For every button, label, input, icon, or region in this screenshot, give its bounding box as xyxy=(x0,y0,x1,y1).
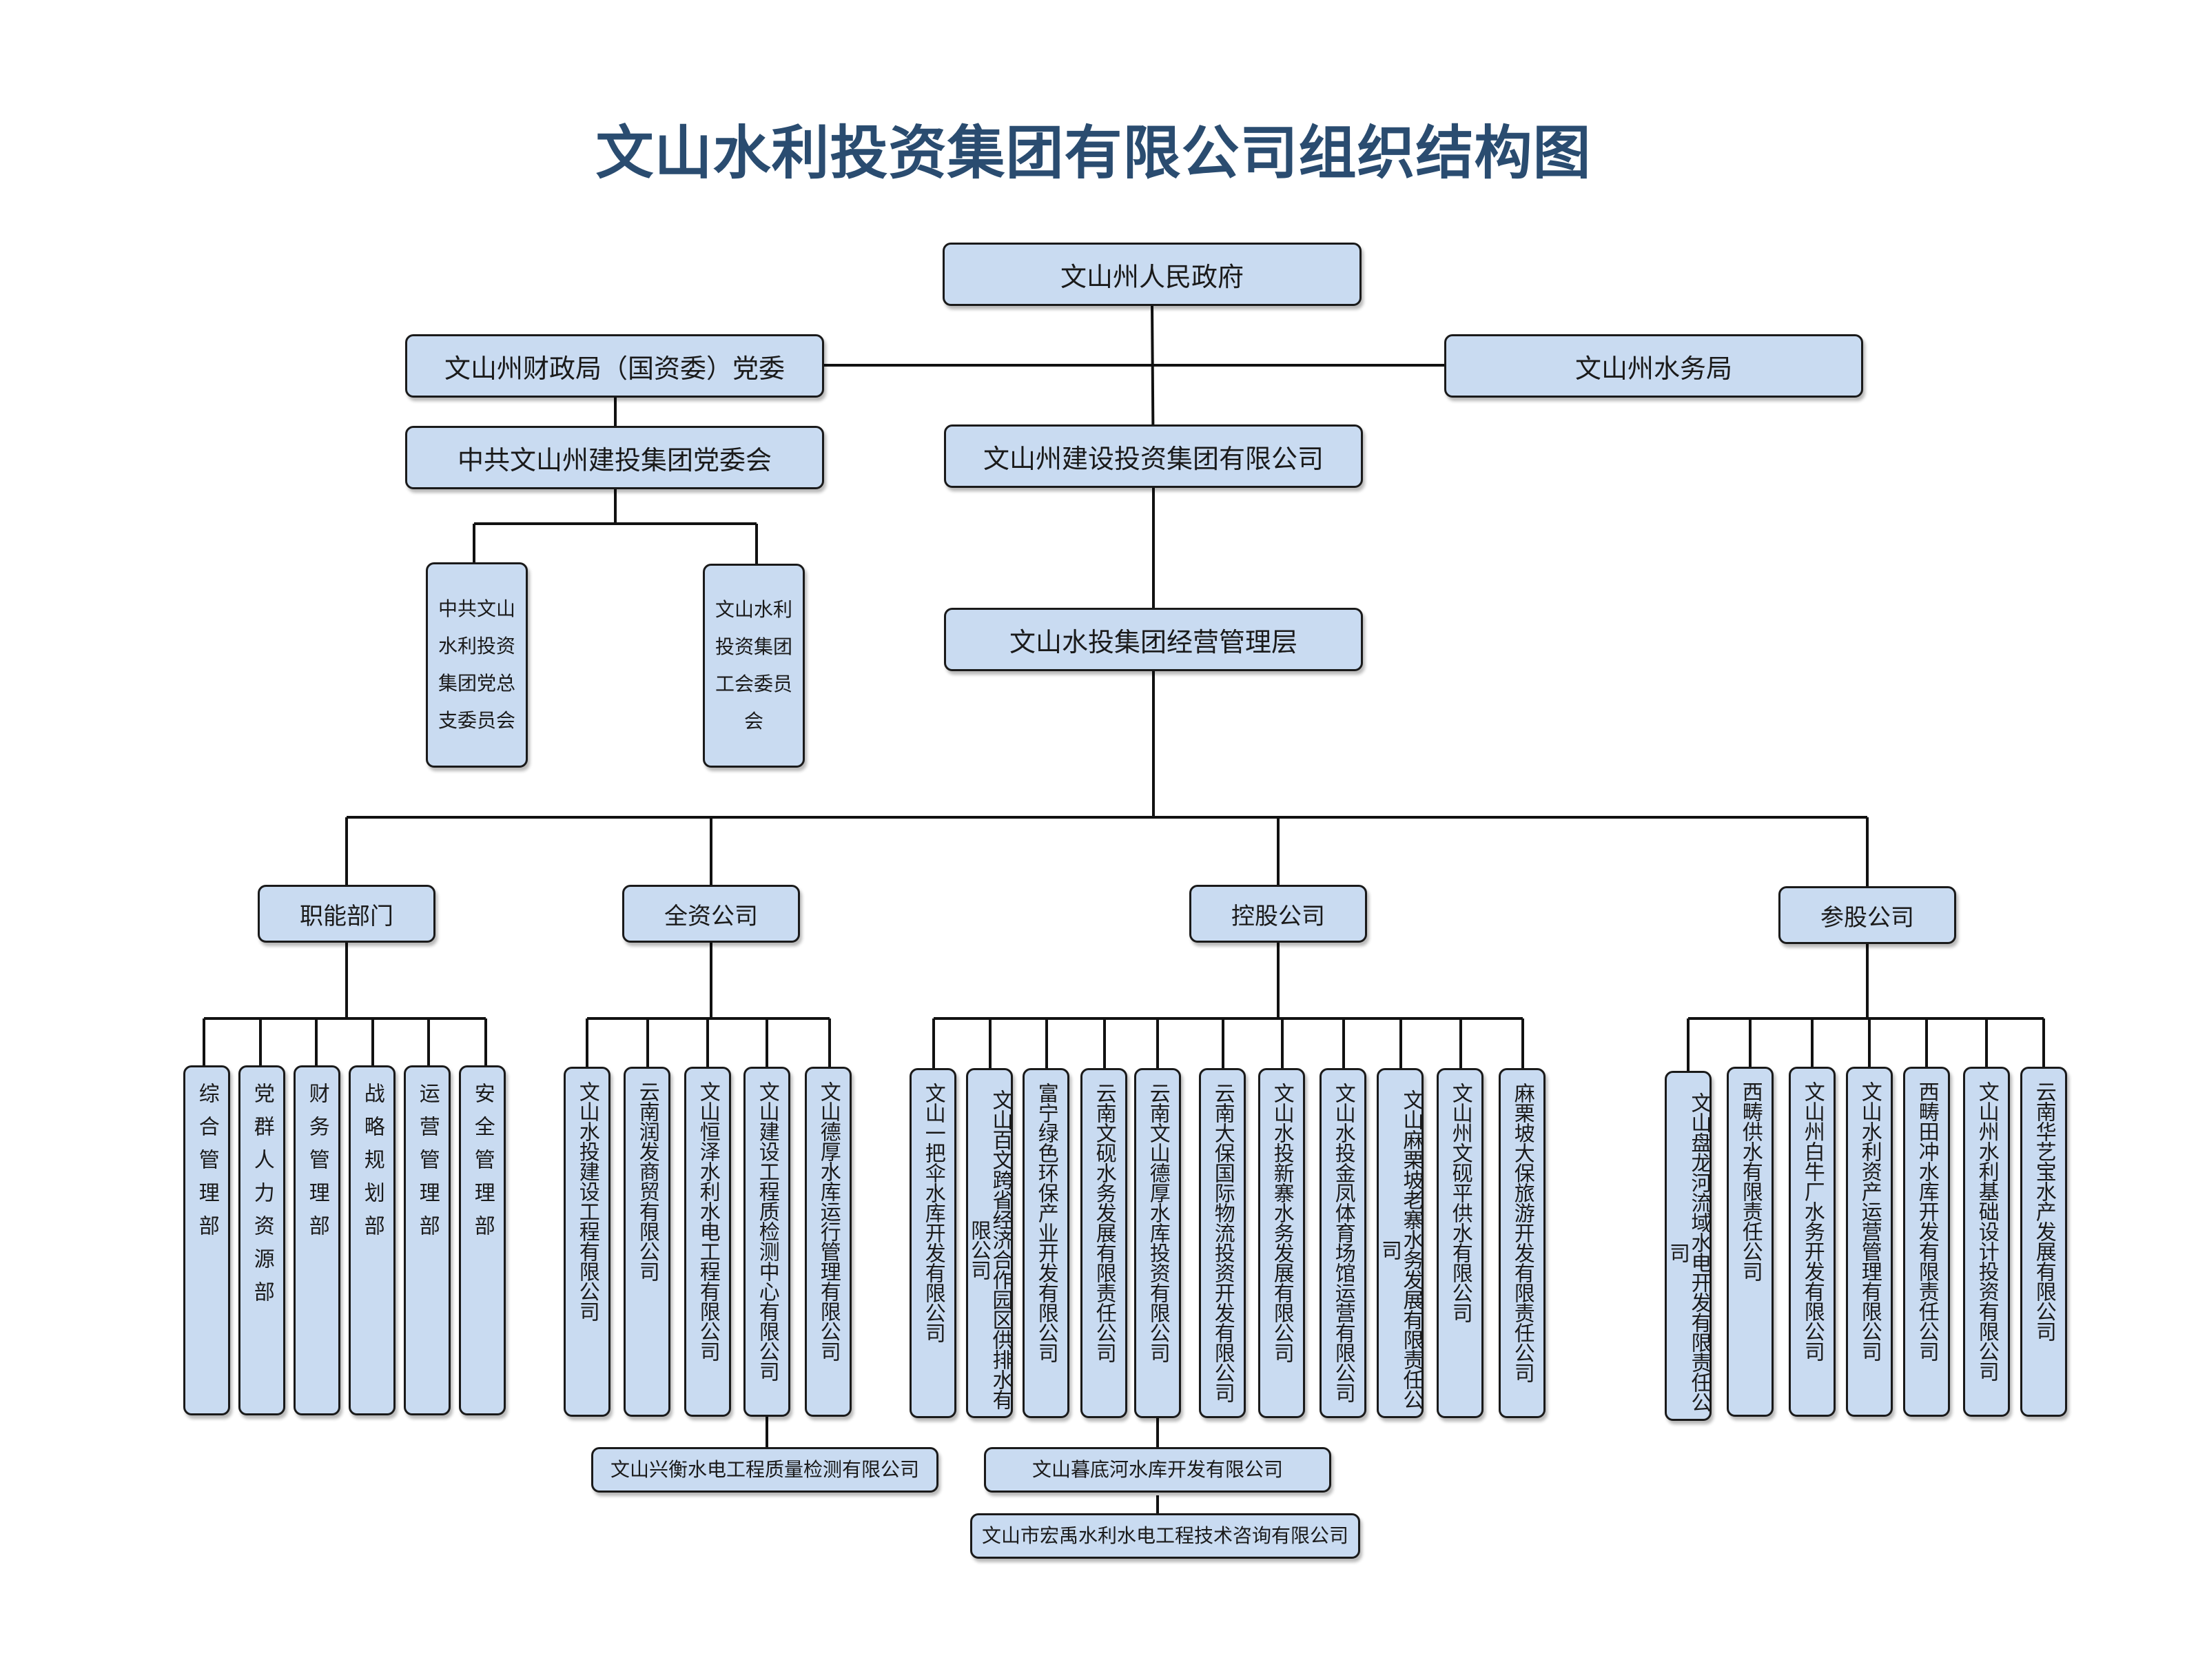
company-label: 云南文山德厚水库投资有限公司 xyxy=(1145,1083,1170,1362)
company-label: 文山恒泽水利水电工程有限公司 xyxy=(695,1081,720,1361)
company-box: 云南润发商贸有限公司 xyxy=(624,1067,670,1417)
company-label: 西畴供水有限责任公司 xyxy=(1738,1081,1763,1281)
management-box: 文山水投集团经营管理层 xyxy=(944,608,1363,671)
company-box: 文山水利资产运营管理有限公司 xyxy=(1846,1067,1893,1417)
category-wholly-owned: 全资公司 xyxy=(622,885,800,943)
party-committee-box: 中共文山州建投集团党委会 xyxy=(405,426,824,489)
company-label: 文山州白牛厂水务开发有限公司 xyxy=(1800,1081,1825,1361)
union-committee-label: 文山水利 投资集团 工会委员 会 xyxy=(715,598,792,733)
subsidiary-label: 文山市宏禹水利水电工程技术咨询有限公司 xyxy=(981,1524,1348,1547)
water-bureau-box: 文山州水务局 xyxy=(1444,334,1863,398)
company-label: 云南文砚水务发展有限责任公司 xyxy=(1091,1083,1116,1362)
water-bureau-label: 文山州水务局 xyxy=(1574,353,1732,384)
company-label: 文山州文砚平供水有限公司 xyxy=(1448,1083,1472,1322)
party-branch-label: 中共文山 水利投资 集团党总 支委员会 xyxy=(438,597,515,732)
chart-title: 文山水利投资集团有限公司组织结构图 xyxy=(595,119,1592,187)
dept-box: 党群人力资源部 xyxy=(238,1065,285,1415)
company-box: 西畴田冲水库开发有限责任公司 xyxy=(1903,1067,1950,1417)
subsidiary-box: 文山暮底河水库开发有限公司 xyxy=(984,1447,1331,1493)
dept-label: 安全管理部 xyxy=(470,1083,495,1248)
company-box: 文山恒泽水利水电工程有限公司 xyxy=(684,1067,731,1417)
company-box: 文山盘龙河流域水电开发有限责任公司 xyxy=(1665,1071,1712,1421)
company-label: 文山德厚水库运行管理有限公司 xyxy=(816,1081,841,1361)
company-box: 文山百文跨省经济合作园区供排水有限公司 xyxy=(966,1068,1013,1418)
government-label: 文山州人民政府 xyxy=(1060,261,1244,292)
connector xyxy=(345,817,1869,888)
company-box: 西畴供水有限责任公司 xyxy=(1727,1067,1774,1417)
company-box: 文山一把伞水库开发有限公司 xyxy=(910,1068,956,1418)
company-box: 文山水投建设工程有限公司 xyxy=(564,1067,610,1417)
connector xyxy=(203,943,487,1067)
company-label: 文山水投新寨水务发展有限公司 xyxy=(1269,1083,1294,1362)
company-label: 文山水利资产运营管理有限公司 xyxy=(1857,1081,1882,1361)
company-box: 文山州文砚平供水有限公司 xyxy=(1437,1068,1483,1418)
dept-label: 战略规划部 xyxy=(360,1083,384,1248)
category-label: 全资公司 xyxy=(664,902,758,930)
company-box: 文山麻栗坡老寨水务发展有限责任公司 xyxy=(1377,1068,1424,1418)
company-label: 文山建设工程质检测中心有限公司 xyxy=(754,1081,779,1381)
company-label: 文山水投金凤体育场馆运营有限公司 xyxy=(1331,1083,1355,1402)
dept-label: 综合管理部 xyxy=(194,1083,219,1248)
company-label: 西畴田冲水库开发有限责任公司 xyxy=(1914,1081,1939,1361)
category-holding: 控股公司 xyxy=(1189,885,1367,943)
finance-bureau-box: 文山州财政局（国资委）党委 xyxy=(405,334,824,398)
subsidiary-box: 文山兴衡水电工程质量检测有限公司 xyxy=(591,1447,938,1493)
finance-bureau-label: 文山州财政局（国资委）党委 xyxy=(444,353,785,384)
subsidiary-label: 文山暮底河水库开发有限公司 xyxy=(1031,1458,1283,1481)
company-box: 文山州白牛厂水务开发有限公司 xyxy=(1789,1067,1836,1417)
company-box: 云南华艺宝水产发展有限公司 xyxy=(2020,1067,2067,1417)
dept-box: 运营管理部 xyxy=(404,1065,451,1415)
dept-box: 安全管理部 xyxy=(459,1065,506,1415)
company-label: 文山一把伞水库开发有限公司 xyxy=(921,1083,945,1342)
company-label: 云南大保国际物流投资开发有限公司 xyxy=(1210,1083,1235,1402)
company-box: 云南文砚水务发展有限责任公司 xyxy=(1080,1068,1127,1418)
connector xyxy=(586,943,831,1068)
group-company-box: 文山州建设投资集团有限公司 xyxy=(944,424,1363,488)
company-box: 文山德厚水库运行管理有限公司 xyxy=(805,1067,852,1417)
company-label: 文山百文跨省经济合作园区供排水有限公司 xyxy=(967,1089,1013,1409)
company-label: 麻栗坡大保旅游开发有限责任公司 xyxy=(1510,1083,1534,1382)
company-box: 文山建设工程质检测中心有限公司 xyxy=(743,1067,790,1417)
company-label: 文山盘龙河流域水电开发有限责任公司 xyxy=(1665,1092,1712,1412)
union-committee-box: 文山水利 投资集团 工会委员 会 xyxy=(703,564,805,768)
dept-label: 党群人力资源部 xyxy=(249,1083,274,1314)
category-label: 职能部门 xyxy=(300,902,393,930)
connector xyxy=(1687,944,2045,1072)
dept-box: 财务管理部 xyxy=(294,1065,340,1415)
dept-label: 财务管理部 xyxy=(305,1083,329,1248)
company-label: 富宁绿色环保产业开发有限公司 xyxy=(1034,1083,1058,1362)
category-label: 参股公司 xyxy=(1820,903,1914,932)
company-box: 文山水投新寨水务发展有限公司 xyxy=(1258,1068,1305,1418)
party-committee-label: 中共文山州建投集团党委会 xyxy=(457,444,772,475)
company-box: 麻栗坡大保旅游开发有限责任公司 xyxy=(1499,1068,1546,1418)
dept-label: 运营管理部 xyxy=(415,1083,440,1248)
group-company-label: 文山州建设投资集团有限公司 xyxy=(983,443,1324,474)
company-label: 文山麻栗坡老寨水务发展有限责任公司 xyxy=(1377,1089,1424,1409)
party-branch-box: 中共文山 水利投资 集团党总 支委员会 xyxy=(426,562,528,768)
company-box: 富宁绿色环保产业开发有限公司 xyxy=(1023,1068,1069,1418)
management-label: 文山水投集团经营管理层 xyxy=(1009,626,1297,657)
company-label: 云南润发商贸有限公司 xyxy=(635,1081,659,1281)
dept-box: 综合管理部 xyxy=(183,1065,230,1415)
company-label: 文山水投建设工程有限公司 xyxy=(575,1081,599,1321)
subsidiary-label: 文山兴衡水电工程质量检测有限公司 xyxy=(610,1458,919,1481)
company-box: 文山州水利基础设计投资有限公司 xyxy=(1963,1067,2010,1417)
dept-box: 战略规划部 xyxy=(349,1065,396,1415)
company-label: 文山州水利基础设计投资有限公司 xyxy=(1974,1081,1999,1381)
category-functional: 职能部门 xyxy=(258,885,435,943)
category-label: 控股公司 xyxy=(1231,902,1325,930)
connector xyxy=(932,943,1524,1069)
company-box: 云南文山德厚水库投资有限公司 xyxy=(1134,1068,1181,1418)
company-box: 文山水投金凤体育场馆运营有限公司 xyxy=(1320,1068,1366,1418)
category-equity: 参股公司 xyxy=(1778,886,1956,944)
government-box: 文山州人民政府 xyxy=(943,243,1362,306)
connector xyxy=(473,488,758,565)
company-box: 云南大保国际物流投资开发有限公司 xyxy=(1199,1068,1246,1418)
company-label: 云南华艺宝水产发展有限公司 xyxy=(2031,1081,2056,1341)
subsidiary-box: 文山市宏禹水利水电工程技术咨询有限公司 xyxy=(970,1513,1360,1559)
